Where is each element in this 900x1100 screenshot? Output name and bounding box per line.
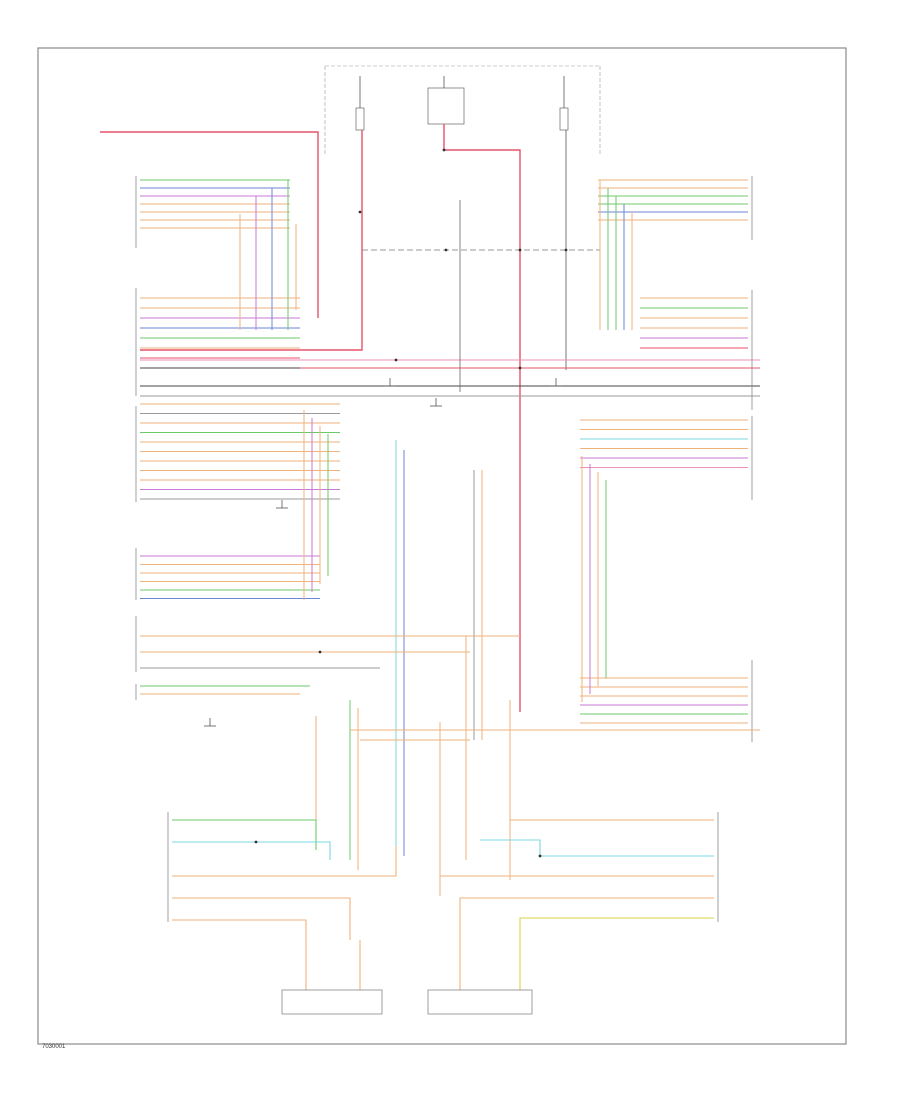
- diagram-frame: [37, 47, 847, 1045]
- relay-coil: [427, 87, 465, 125]
- mirror-stubs: [305, 940, 521, 990]
- center-harness: [140, 440, 760, 896]
- right-vertical-trunks: [581, 180, 633, 702]
- bottom-left-wires: [172, 819, 397, 940]
- left-vertical-trunks: [239, 180, 329, 600]
- right-bus-wire-group: [580, 677, 748, 724]
- left-low-wire-group: [140, 403, 340, 500]
- power-feed-wires: [100, 124, 760, 712]
- right-top-wire-group: [598, 179, 748, 221]
- left-mirror-box: [281, 989, 383, 1015]
- left-bus-wire-group: [140, 555, 320, 599]
- right-mirror-box: [427, 989, 533, 1015]
- bottom-right-wires: [440, 819, 714, 940]
- right-low-wire-group: [580, 419, 748, 468]
- splice-dots: [254, 148, 568, 858]
- fuse-left: [355, 107, 365, 131]
- power-distribution-center: [324, 65, 601, 155]
- fuse-right: [559, 107, 569, 131]
- left-top-wire-group: [140, 179, 290, 229]
- ground-symbols: [204, 378, 562, 727]
- figure-id: 7030001: [42, 1044, 66, 1050]
- right-mid-wire-group: [640, 297, 748, 349]
- left-mid-wire-group: [140, 297, 300, 369]
